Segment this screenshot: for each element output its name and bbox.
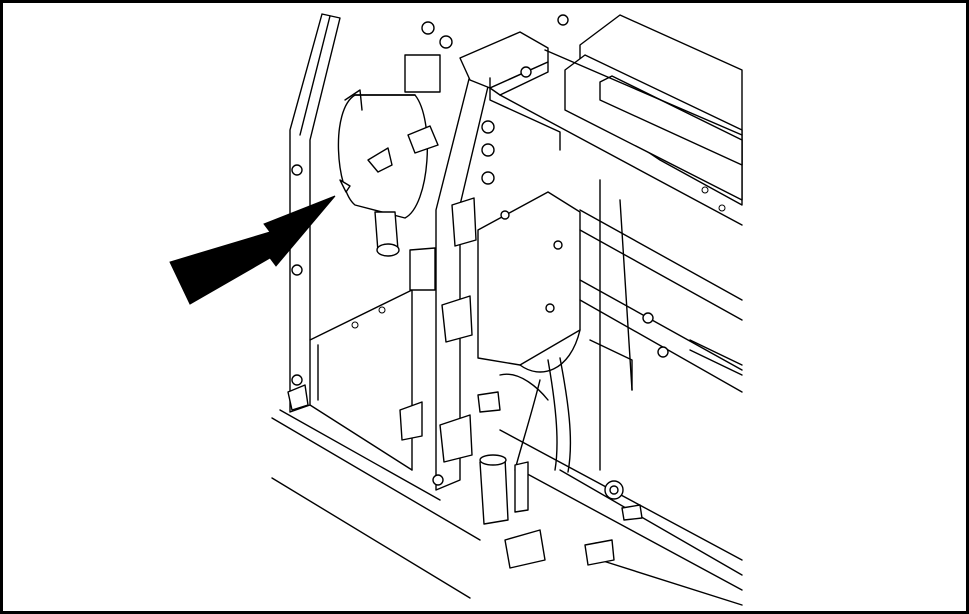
bottom-components xyxy=(479,454,643,569)
base-platform xyxy=(271,409,743,606)
reservoir-tank xyxy=(337,54,441,291)
support-rails xyxy=(579,179,743,471)
callout-arrow xyxy=(169,195,336,305)
left-frame-post xyxy=(287,13,341,413)
center-frame-column xyxy=(399,14,743,491)
control-box xyxy=(477,191,581,373)
hoses xyxy=(477,357,572,473)
lower-panel xyxy=(309,289,413,471)
upper-housing xyxy=(544,14,743,212)
